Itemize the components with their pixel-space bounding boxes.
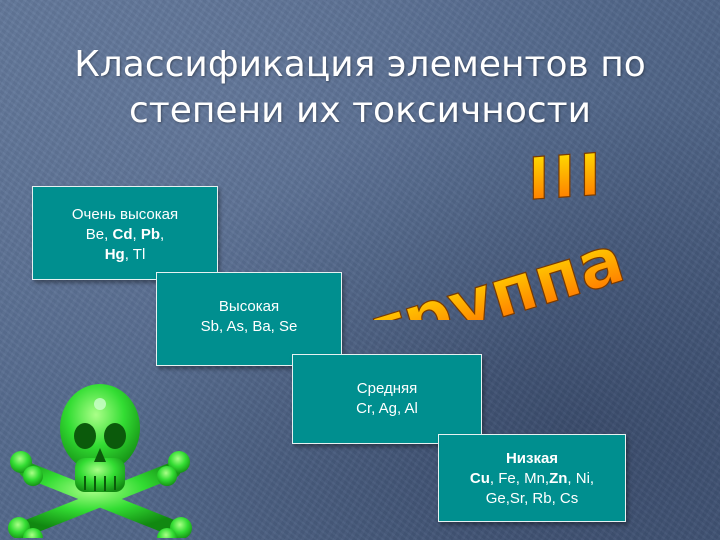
level-label: Очень высокая — [71, 206, 179, 223]
level-elements: Be, Cd, Pb, — [33, 225, 217, 245]
slide-title: Классификация элементов по степени их то… — [60, 42, 660, 134]
wordart-group-word: группа — [361, 221, 633, 320]
level-elements-line2: Hg, Tl — [33, 245, 217, 265]
title-line-1: Классификация элементов по — [74, 44, 646, 85]
toxicity-box-medium: Средняя Cr, Ag, Al — [292, 354, 482, 444]
level-elements: Sb, As, Ba, Se — [200, 318, 298, 335]
level-label: Низкая — [505, 450, 559, 467]
element-cu: Cu — [469, 470, 490, 487]
title-line-2: степени их токсичности — [128, 90, 592, 131]
element-zn: Zn — [549, 470, 568, 487]
crossbones-icon — [8, 451, 192, 538]
level-elements: Cu, Fe, Mn,Zn, Ni, — [439, 469, 625, 489]
separator: , — [132, 226, 141, 243]
separator: , — [160, 226, 165, 243]
skull-crossbones-icon — [8, 384, 192, 538]
element-ni: , Ni, — [567, 470, 595, 487]
toxicity-box-high: Высокая Sb, As, Ba, Se — [156, 272, 342, 366]
element-cd: Cd — [112, 226, 133, 243]
wordart-group-label: III группа — [360, 150, 633, 320]
separator: , — [104, 226, 113, 243]
level-elements-line2: Ge,Sr, Rb, Cs — [485, 490, 579, 507]
level-elements: Cr, Ag, Al — [356, 400, 418, 417]
toxicity-box-low: Низкая Cu, Fe, Mn,Zn, Ni, Ge,Sr, Rb, Cs — [438, 434, 626, 522]
toxicity-box-very-high: Очень высокая Be, Cd, Pb, Hg, Tl — [32, 186, 218, 280]
level-label: Высокая — [218, 298, 280, 315]
level-label: Средняя — [356, 380, 418, 397]
element-fe-mn: , Fe, Mn, — [489, 470, 550, 487]
element-be: Be — [85, 226, 105, 243]
element-pb: Pb — [140, 226, 161, 243]
wordart-roman-numeral: III — [528, 150, 605, 214]
skull-icon — [60, 384, 140, 492]
element-hg: Hg — [104, 246, 125, 263]
element-tl: , Tl — [124, 246, 146, 263]
